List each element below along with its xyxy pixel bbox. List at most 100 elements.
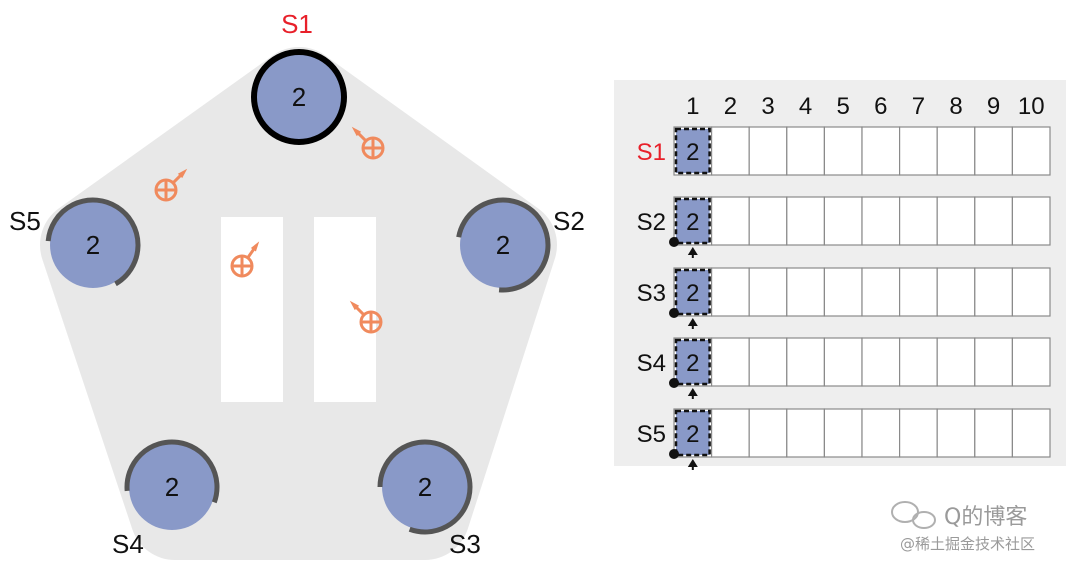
node-term: 2	[86, 230, 100, 260]
node-circle	[460, 202, 546, 288]
server-name: S5	[9, 206, 41, 236]
log-row-label: S5	[637, 421, 666, 448]
log-cell	[710, 126, 750, 176]
next-index-arrow	[687, 388, 698, 396]
log-row-s4: S4 2	[637, 337, 1051, 399]
log-entry-term: 2	[686, 421, 699, 448]
log-row-label: S4	[637, 350, 666, 377]
node-term: 2	[292, 82, 306, 112]
log-cell	[898, 408, 938, 458]
pillar-right	[314, 217, 376, 402]
log-cell	[710, 337, 750, 387]
log-entry	[674, 127, 711, 175]
log-entry	[674, 197, 711, 245]
log-cell	[861, 337, 901, 387]
log-index-label: 4	[799, 93, 812, 120]
log-row-s5: S5 2	[637, 408, 1051, 470]
log-cell	[710, 267, 750, 317]
node-circle	[382, 444, 468, 530]
log-row-s2: S2 2	[637, 196, 1051, 258]
log-cell	[898, 267, 938, 317]
log-cell	[898, 337, 938, 387]
log-cell	[861, 408, 901, 458]
log-entry-term: 2	[686, 209, 699, 236]
log-index-label: 3	[761, 93, 774, 120]
log-cell	[974, 126, 1013, 176]
log-cell	[748, 337, 788, 387]
election-timer-ring	[456, 197, 551, 293]
log-index-label: 10	[1018, 93, 1045, 120]
next-index-arrow	[687, 247, 698, 255]
log-index-label: 6	[874, 93, 887, 120]
log-entry	[674, 338, 711, 386]
watermark: Q的博客 @稀土掘金技术社区	[891, 501, 1035, 553]
log-cell	[823, 408, 863, 458]
server-name: S4	[112, 529, 144, 559]
watermark-line2: @稀土掘金技术社区	[900, 535, 1035, 553]
server-node-s4: 2S4	[112, 439, 220, 559]
log-cell	[974, 196, 1013, 246]
log-cell	[936, 267, 976, 317]
log-index-label: 9	[987, 93, 1000, 120]
node-circle	[256, 54, 342, 140]
next-index-arrow	[687, 459, 698, 467]
log-row-label: S3	[637, 280, 666, 307]
log-cell	[898, 126, 938, 176]
server-node-s5: 2 S5	[9, 197, 141, 288]
log-cell	[823, 267, 863, 317]
commit-dot	[669, 237, 679, 247]
log-row-label: S1	[637, 139, 666, 166]
log-index-label: 2	[724, 93, 737, 120]
log-index-label: 8	[949, 93, 962, 120]
log-cell	[710, 196, 750, 246]
log-cell	[786, 126, 825, 176]
election-timer-ring	[124, 439, 220, 504]
pillar-left	[221, 217, 283, 402]
rpc-message-icon	[349, 300, 383, 334]
log-entry	[674, 268, 711, 316]
commit-dot	[669, 308, 679, 318]
log-entry-term: 2	[686, 280, 699, 307]
log-cell	[748, 408, 788, 458]
log-cell	[786, 267, 825, 317]
log-cell	[974, 267, 1013, 317]
log-row-label: S2	[637, 209, 666, 236]
log-cell	[936, 408, 976, 458]
log-cell	[786, 408, 825, 458]
log-cell	[748, 267, 788, 317]
node-term: 2	[418, 472, 432, 502]
log-cell	[974, 408, 1013, 458]
log-cell	[861, 196, 901, 246]
log-cell	[710, 408, 750, 458]
server-node-s1: 2 S1	[251, 9, 347, 145]
wechat-icon	[891, 501, 936, 529]
node-circle	[50, 202, 136, 288]
server-node-s3: 2S3	[377, 439, 481, 559]
log-entry	[674, 409, 711, 457]
log-entry-term: 2	[686, 350, 699, 377]
rpc-message-icon	[154, 168, 188, 202]
log-row-s3: S3 2	[637, 267, 1051, 329]
node-circle	[129, 444, 215, 530]
node-term: 2	[496, 230, 510, 260]
log-cell	[1011, 337, 1051, 387]
log-cell	[936, 337, 976, 387]
log-cell	[861, 267, 901, 317]
log-index-label: 7	[912, 93, 925, 120]
log-cell	[898, 196, 938, 246]
server-name: S1	[281, 9, 313, 39]
next-index-arrow	[687, 318, 698, 326]
log-cell	[823, 196, 863, 246]
log-cell	[1011, 126, 1051, 176]
server-name: S3	[449, 529, 481, 559]
server-node-s2: 2 S2	[456, 197, 585, 293]
election-timer-ring	[377, 439, 473, 535]
log-cell	[1011, 267, 1051, 317]
server-name: S2	[553, 206, 585, 236]
rpc-message-icon	[351, 126, 385, 160]
log-cell	[974, 337, 1013, 387]
node-term: 2	[165, 472, 179, 502]
